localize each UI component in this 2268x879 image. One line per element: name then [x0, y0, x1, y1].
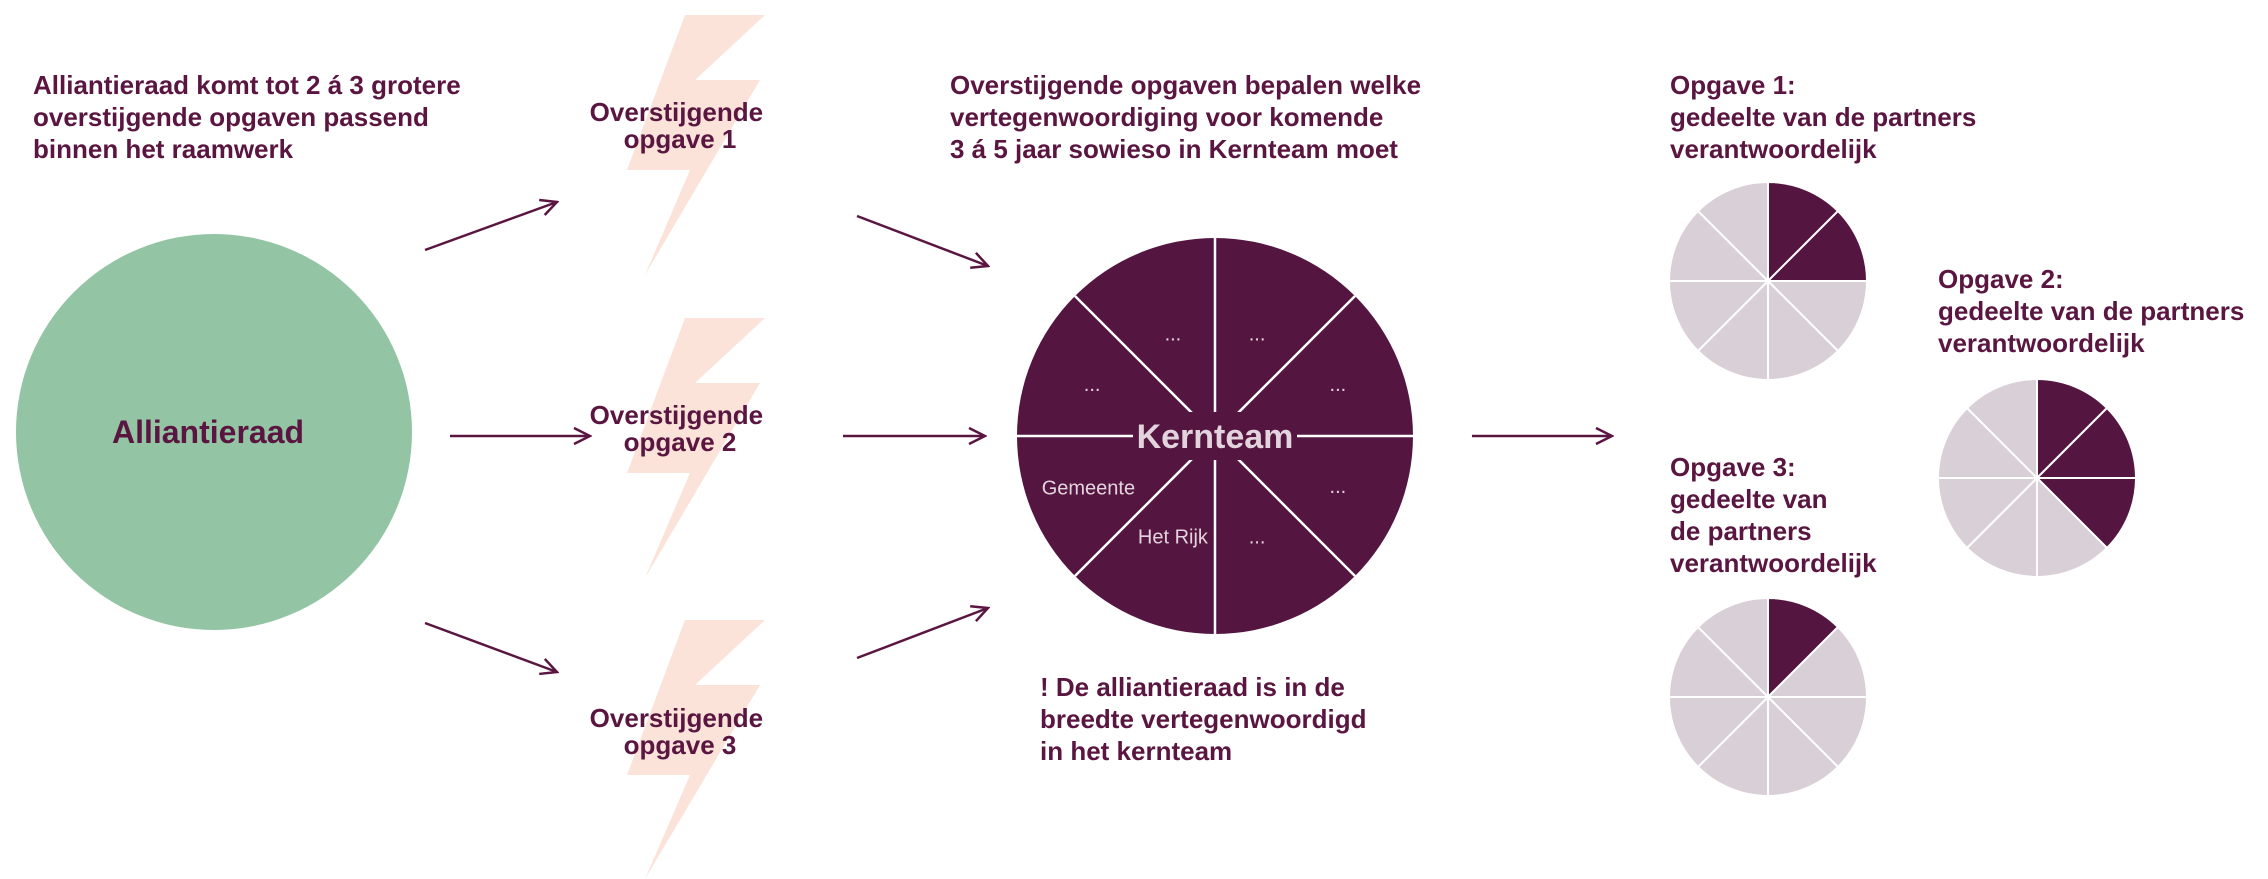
intro-text: Alliantieraad komt tot 2 á 3 grotere ove…	[33, 70, 468, 164]
lightning-icon	[627, 15, 765, 275]
share-pie-slice	[1696, 694, 1769, 798]
share-pie-slice-filled	[1767, 596, 1840, 700]
share-pies	[1667, 180, 2138, 798]
kernteam-wheel: Kernteam ............ Het Rijk Gemeente...…	[1017, 238, 1413, 634]
kernteam-segment-label: ...	[1330, 476, 1347, 498]
share-pie-slice	[1667, 625, 1771, 698]
share-pie-slice-filled	[2036, 377, 2109, 481]
share-pie-slice	[1667, 696, 1771, 769]
kernteam-divider	[1229, 295, 1356, 422]
share-1-label: Opgave 1: gedeelte van de partners veran…	[1670, 70, 1984, 164]
kernteam-segment-label: ...	[1249, 323, 1266, 345]
kernteam-divider	[1229, 450, 1356, 577]
arrow	[424, 621, 557, 672]
kernteam-label: Kernteam	[1137, 418, 1294, 456]
lightning-icons	[627, 15, 765, 879]
share-pie-slice	[1767, 694, 1840, 798]
kernteam-segment-label: ...	[1330, 374, 1347, 396]
share-pie-slice	[1936, 406, 2040, 479]
lightning-icon	[627, 318, 765, 578]
note-text: ! De alliantieraad is in de breedte vert…	[1040, 672, 1374, 766]
share-pie-slice	[1696, 180, 1769, 284]
arrow	[424, 202, 557, 252]
share-pie-slice	[1667, 209, 1771, 282]
kernteam-segment-label: Gemeente	[1042, 477, 1135, 499]
arrow	[856, 608, 988, 660]
kernteam-segment-label: ...	[1165, 323, 1182, 345]
arrow	[856, 214, 988, 266]
share-pie-slice	[1965, 475, 2038, 579]
share-pie-slice	[1765, 280, 1869, 353]
kernteam-divider	[1074, 295, 1201, 422]
kernteam-segment-label: ...	[1249, 527, 1266, 549]
share-pie-slice	[1696, 278, 1769, 382]
lightning-icon	[627, 620, 765, 879]
share-2-label: Opgave 2: gedeelte van de partners veran…	[1938, 264, 2252, 358]
share-pie-slice	[2036, 475, 2109, 579]
alliantieraad-label: Alliantieraad	[112, 414, 304, 450]
opgave-2-label: Overstijgende opgave 2	[590, 400, 771, 457]
share-3-label: Opgave 3: gedeelte van de partners veran…	[1670, 452, 1877, 578]
share-pie-slice	[1936, 477, 2040, 550]
share-pie-slice-filled	[1767, 180, 1840, 284]
opgave-3-label: Overstijgende opgave 3	[590, 703, 771, 760]
representation-text: Overstijgende opgaven bepalen welke vert…	[950, 70, 1428, 164]
kernteam-divider	[1074, 450, 1201, 577]
share-pie-slice	[1667, 280, 1771, 353]
share-pie-slice	[1765, 696, 1869, 769]
share-pie-slice	[1767, 278, 1840, 382]
share-pie-slice	[1765, 625, 1869, 698]
kernteam-segment-label: Het Rijk	[1138, 527, 1209, 549]
alliantieraad-circle	[16, 234, 412, 630]
share-pie-slice-filled	[2034, 477, 2138, 550]
share-pie-slice	[1696, 596, 1769, 700]
share-pie-slice	[1965, 377, 2038, 481]
kernteam-label-bg	[1133, 412, 1297, 460]
kernteam-segment-label: ...	[1084, 374, 1101, 396]
share-pie-slice-filled	[1765, 209, 1869, 282]
share-pie-slice-filled	[2034, 406, 2138, 479]
opgave-1-label: Overstijgende opgave 1	[590, 97, 771, 154]
